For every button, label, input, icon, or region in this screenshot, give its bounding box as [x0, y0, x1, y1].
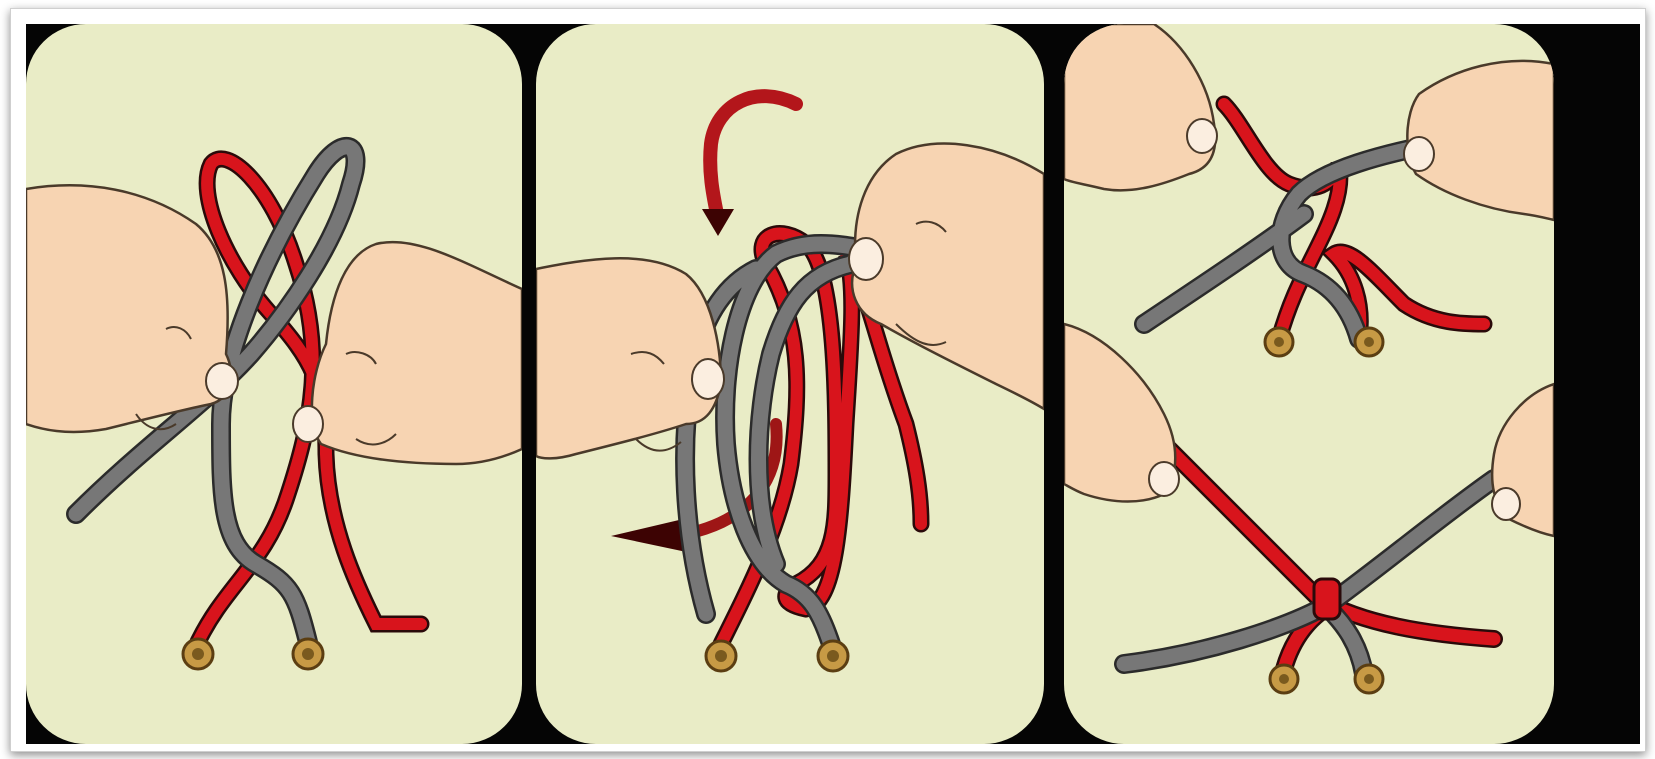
- knot: [1314, 579, 1340, 619]
- left-hand-top: [1064, 24, 1215, 190]
- left-thumbnail: [692, 359, 724, 399]
- curved-arrow: [710, 96, 796, 219]
- right-thumbnail-bottom: [1492, 488, 1520, 520]
- right-thumbnail: [293, 406, 323, 442]
- right-thumbnail: [849, 238, 883, 280]
- step-1-illustration: [26, 24, 522, 744]
- panel-step-1: [26, 24, 522, 744]
- right-thumbnail-top: [1404, 137, 1434, 171]
- left-thumbnail-top: [1187, 119, 1217, 153]
- step-3-illustration: [1064, 24, 1554, 744]
- step-2-illustration: [536, 24, 1044, 744]
- left-hand: [26, 185, 231, 432]
- left-thumbnail: [206, 363, 238, 399]
- panel-step-3: [1064, 24, 1554, 744]
- left-thumbnail-bottom: [1149, 462, 1179, 496]
- panel-step-2: [536, 24, 1044, 744]
- step-strip: [26, 24, 1640, 744]
- right-hand: [312, 242, 522, 464]
